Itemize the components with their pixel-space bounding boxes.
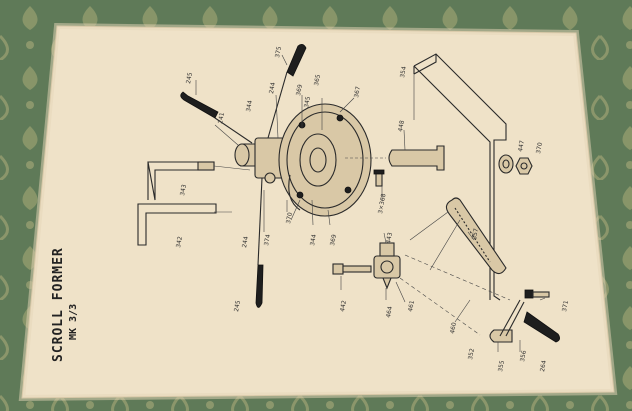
label-369-low: 369 — [329, 234, 338, 247]
washer-447 — [498, 154, 514, 174]
bolt-442 — [332, 263, 372, 275]
label-369-top: 369 — [295, 84, 304, 97]
label-244: 244 — [268, 82, 277, 95]
label-365: 365 — [313, 74, 322, 87]
bracket-343 — [147, 161, 215, 201]
label-460: 460 — [449, 322, 458, 335]
label-354: 354 — [399, 66, 408, 79]
label-344: 344 — [245, 100, 254, 113]
drawing-model: MK 3/3 — [68, 304, 79, 340]
label-355: 355 — [497, 360, 506, 373]
label-448: 448 — [397, 120, 406, 133]
label-443: 443 — [385, 232, 394, 245]
disc-367 — [278, 103, 372, 217]
label-343: 343 — [179, 184, 188, 197]
leader-lines — [195, 54, 546, 352]
label-370: 370 — [535, 142, 544, 155]
label-342: 342 — [175, 236, 184, 249]
screw-368 — [373, 169, 385, 187]
label-241: 241 — [217, 112, 226, 125]
label-244-low: 244 — [241, 236, 250, 249]
label-370-hub: 370 — [285, 212, 294, 225]
bracket-342 — [137, 203, 217, 246]
label-368: 3×368 — [377, 193, 387, 214]
part-labels: 245 241 375 244 344 369 365 367 343 342 … — [175, 46, 570, 373]
block-assembly — [373, 242, 401, 290]
label-442: 442 — [339, 300, 348, 313]
label-245-low: 245 — [233, 300, 242, 313]
label-464: 464 — [385, 306, 394, 319]
label-371: 371 — [561, 300, 570, 313]
label-352: 352 — [467, 348, 476, 361]
drawing-title: SCROLL FORMER — [51, 247, 66, 362]
label-375: 375 — [274, 46, 283, 59]
drawing-title-block: SCROLL FORMER MK 3/3 — [51, 247, 79, 362]
nut-370 — [515, 157, 533, 175]
label-374: 374 — [263, 234, 272, 247]
label-461: 461 — [407, 300, 416, 313]
screw-371 — [524, 289, 550, 299]
scroll-link-357 — [409, 197, 507, 275]
lever-356 — [489, 299, 560, 343]
label-264: 264 — [539, 360, 548, 373]
label-357: 357 — [471, 228, 480, 241]
label-345: 345 — [303, 96, 312, 109]
label-344-low: 344 — [309, 234, 318, 247]
label-367: 367 — [353, 86, 362, 99]
label-447: 447 — [517, 140, 526, 153]
label-356: 356 — [519, 350, 528, 363]
pin-448 — [345, 145, 445, 171]
label-245: 245 — [185, 72, 194, 85]
